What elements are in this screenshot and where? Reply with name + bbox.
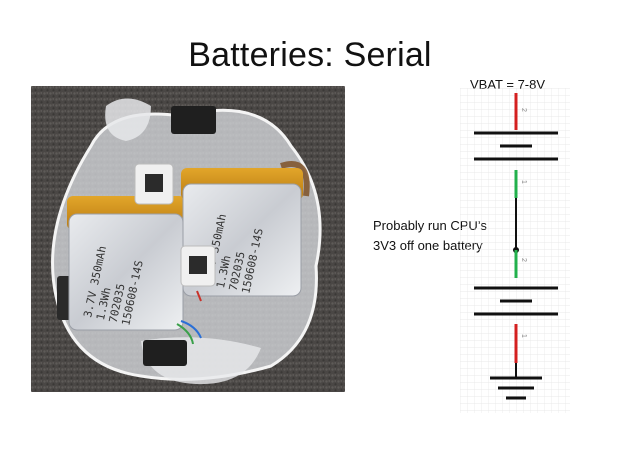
battery-left: 3.7V 350mAh 1.3Wh 702035 150608-14S	[67, 196, 185, 331]
battery-2-symbol	[474, 286, 558, 316]
slide-title: Batteries: Serial	[188, 36, 432, 74]
cpu-power-note: Probably run CPU’s 3V3 off one battery	[373, 216, 523, 256]
battery-1-symbol	[474, 131, 558, 161]
series-battery-schematic: 2 1 2 1	[460, 88, 570, 413]
connector-top	[171, 106, 216, 134]
brown-tab	[280, 161, 310, 197]
pin-label-upper-middle: 1	[520, 180, 527, 184]
wire-red	[196, 290, 202, 302]
connector-bottom	[143, 340, 187, 366]
wire-green	[176, 323, 194, 345]
pin-label-top: 2	[520, 108, 527, 112]
battery-pack-photo: 3.7V 350mAh 1.3Wh 702035 150608-14S 3.7V…	[31, 86, 345, 392]
note-line-2: 3V3 off one battery	[373, 238, 483, 253]
frame-tab-top-left	[105, 98, 151, 141]
wire-blue	[180, 320, 202, 339]
pin-label-lower-middle: 2	[520, 258, 527, 262]
battery-pack-illustration: 3.7V 350mAh 1.3Wh 702035 150608-14S 3.7V…	[31, 86, 345, 392]
pin-label-bottom: 1	[520, 334, 527, 338]
connector-mid-bottom-socket	[189, 256, 207, 274]
note-line-1: Probably run CPU’s	[373, 218, 487, 233]
ground-icon	[490, 363, 542, 400]
connector-mid-top-socket	[145, 174, 163, 192]
